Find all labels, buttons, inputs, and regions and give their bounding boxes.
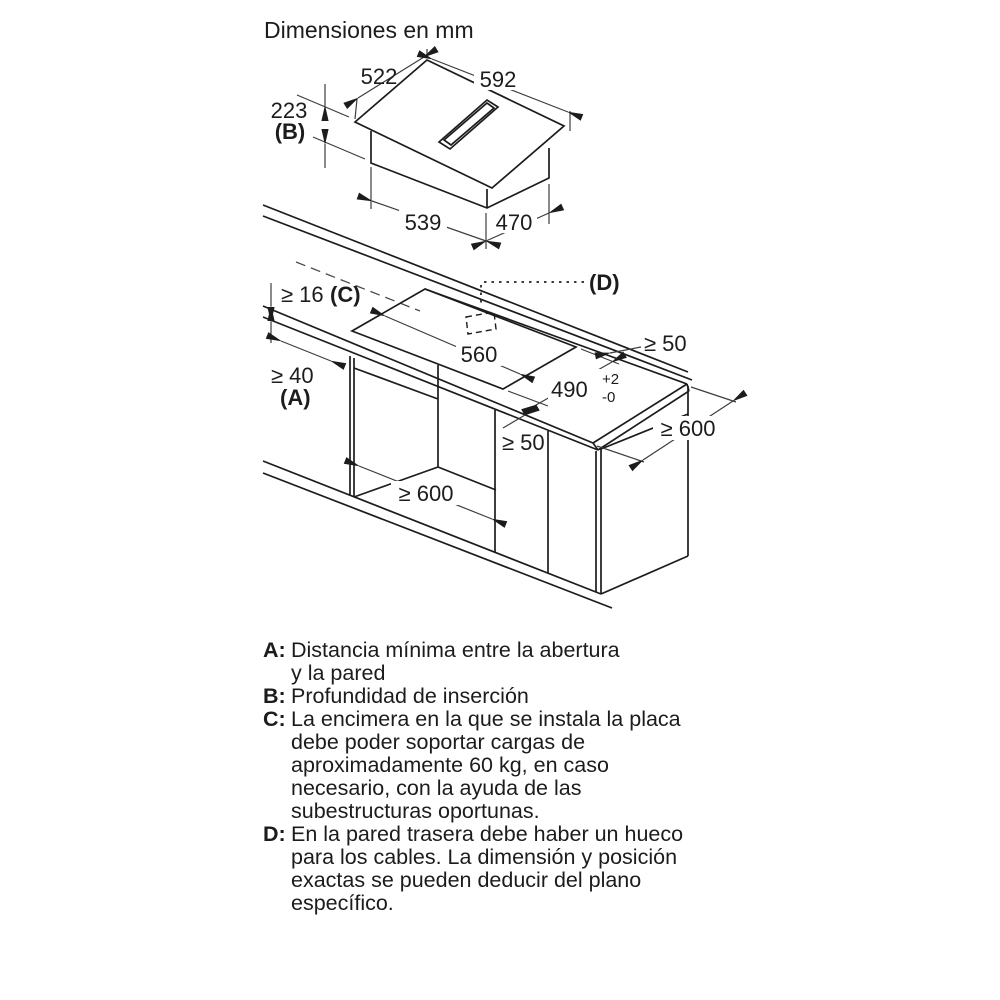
worktop-cutout bbox=[350, 288, 578, 390]
legend-row-c1: C:La encimera en la que se instala la pl… bbox=[263, 708, 733, 731]
label-halo bbox=[474, 68, 522, 90]
ext-lines-539-470 bbox=[370, 167, 550, 249]
dim-label-522: 522 bbox=[361, 64, 398, 89]
legend-text: aproximadamente 60 kg, en caso bbox=[291, 753, 609, 777]
dim-label-D: (D) bbox=[589, 270, 620, 295]
legend-row-c3: aproximadamente 60 kg, en caso bbox=[263, 754, 733, 777]
label-halo bbox=[456, 344, 502, 366]
dim-label-490: 490 bbox=[551, 377, 588, 402]
dim-label-A: (A) bbox=[280, 385, 311, 410]
legend-row-d2: para los cables. La dimensión y posición bbox=[263, 846, 733, 869]
dim-50-front-arrow bbox=[502, 404, 540, 429]
legend-text: y la pared bbox=[291, 661, 386, 685]
legend-text: para los cables. La dimensión y posición bbox=[291, 845, 678, 869]
legend-text: Profundidad de inserción bbox=[291, 684, 529, 708]
legend-text: En la pared trasera debe haber un hueco bbox=[291, 822, 684, 846]
legend-letter-C: C: bbox=[263, 707, 286, 731]
legend-row-b1: B:Profundidad de inserción bbox=[263, 685, 733, 708]
dim-label-490-plus: +2 bbox=[602, 371, 619, 388]
label-halo bbox=[653, 416, 723, 440]
dim-label-600-bottom: ≥ 600 bbox=[399, 481, 454, 506]
dim-label-50-back: ≥ 50 bbox=[644, 331, 687, 356]
dim-label-592: 592 bbox=[480, 67, 517, 92]
cabinet-interior bbox=[353, 365, 497, 498]
legend-row-c4: necesario, con la ayuda de las bbox=[263, 777, 733, 800]
dim-label-B: (B) bbox=[275, 119, 306, 144]
label-halo bbox=[391, 481, 461, 505]
legend-row-c5: subestructuras oportunas. bbox=[263, 800, 733, 823]
legend-row-d1: D:En la pared trasera debe haber un huec… bbox=[263, 823, 733, 846]
legend-letter-D: D: bbox=[263, 822, 286, 846]
dim-label-600-right: ≥ 600 bbox=[661, 416, 716, 441]
legend-text: específico. bbox=[291, 891, 394, 915]
legend-text: debe poder soportar cargas de bbox=[291, 730, 586, 754]
legend-row-d4: específico. bbox=[263, 892, 733, 915]
ext-lines-522-592 bbox=[354, 49, 571, 131]
floor-line bbox=[262, 472, 613, 609]
worktop-back-edge bbox=[424, 288, 688, 385]
dim-50-back-arrow bbox=[594, 346, 642, 360]
dim-label-50-front: ≥ 50 bbox=[502, 430, 545, 455]
legend-text: exactas se pueden deducir del plano bbox=[291, 868, 642, 892]
rear-wall-top-edge bbox=[262, 204, 689, 373]
vent-slot-inner bbox=[442, 101, 496, 147]
legend-row-a2: y la pared bbox=[263, 662, 733, 685]
legend-letter-B: B: bbox=[263, 684, 286, 708]
vent-slot-outer bbox=[437, 98, 500, 151]
legend-text: subestructuras oportunas. bbox=[291, 799, 540, 823]
dim-522 bbox=[343, 46, 439, 109]
dim-A bbox=[265, 332, 347, 370]
label-halo bbox=[399, 210, 447, 233]
dim-label-C: (C) bbox=[330, 282, 361, 307]
dim-label-16: ≥ 16 bbox=[281, 282, 324, 307]
dim-label-223: 223 bbox=[271, 98, 308, 123]
cable-hole-leader-dotted bbox=[480, 281, 584, 307]
wall-worktop-junction-hidden bbox=[295, 261, 421, 312]
legend: A:Distancia mínima entre la abertura y l… bbox=[263, 639, 733, 915]
legend-letter-A: A: bbox=[263, 638, 286, 662]
dim-label-470: 470 bbox=[496, 210, 533, 235]
legend-text: Distancia mínima entre la abertura bbox=[291, 638, 620, 662]
dim-label-490-minus: -0 bbox=[602, 389, 615, 406]
legend-text: necesario, con la ayuda de las bbox=[291, 776, 582, 800]
dim-label-40: ≥ 40 bbox=[271, 363, 314, 388]
label-halo bbox=[492, 210, 537, 233]
legend-row-a1: A:Distancia mínima entre la abertura bbox=[263, 639, 733, 662]
legend-row-c2: debe poder soportar cargas de bbox=[263, 731, 733, 754]
page-title: Dimensiones en mm bbox=[264, 17, 474, 43]
legend-text: La encimera en la que se instala la plac… bbox=[291, 707, 681, 731]
cabinet-left-panel bbox=[349, 356, 355, 497]
legend-row-d3: exactas se pueden deducir del plano bbox=[263, 869, 733, 892]
dim-label-560: 560 bbox=[461, 342, 498, 367]
worktop-cabinet-view bbox=[262, 204, 693, 609]
label-halo bbox=[548, 369, 624, 403]
dim-label-539: 539 bbox=[405, 210, 442, 235]
cabinet-front-right-corner bbox=[595, 449, 602, 594]
